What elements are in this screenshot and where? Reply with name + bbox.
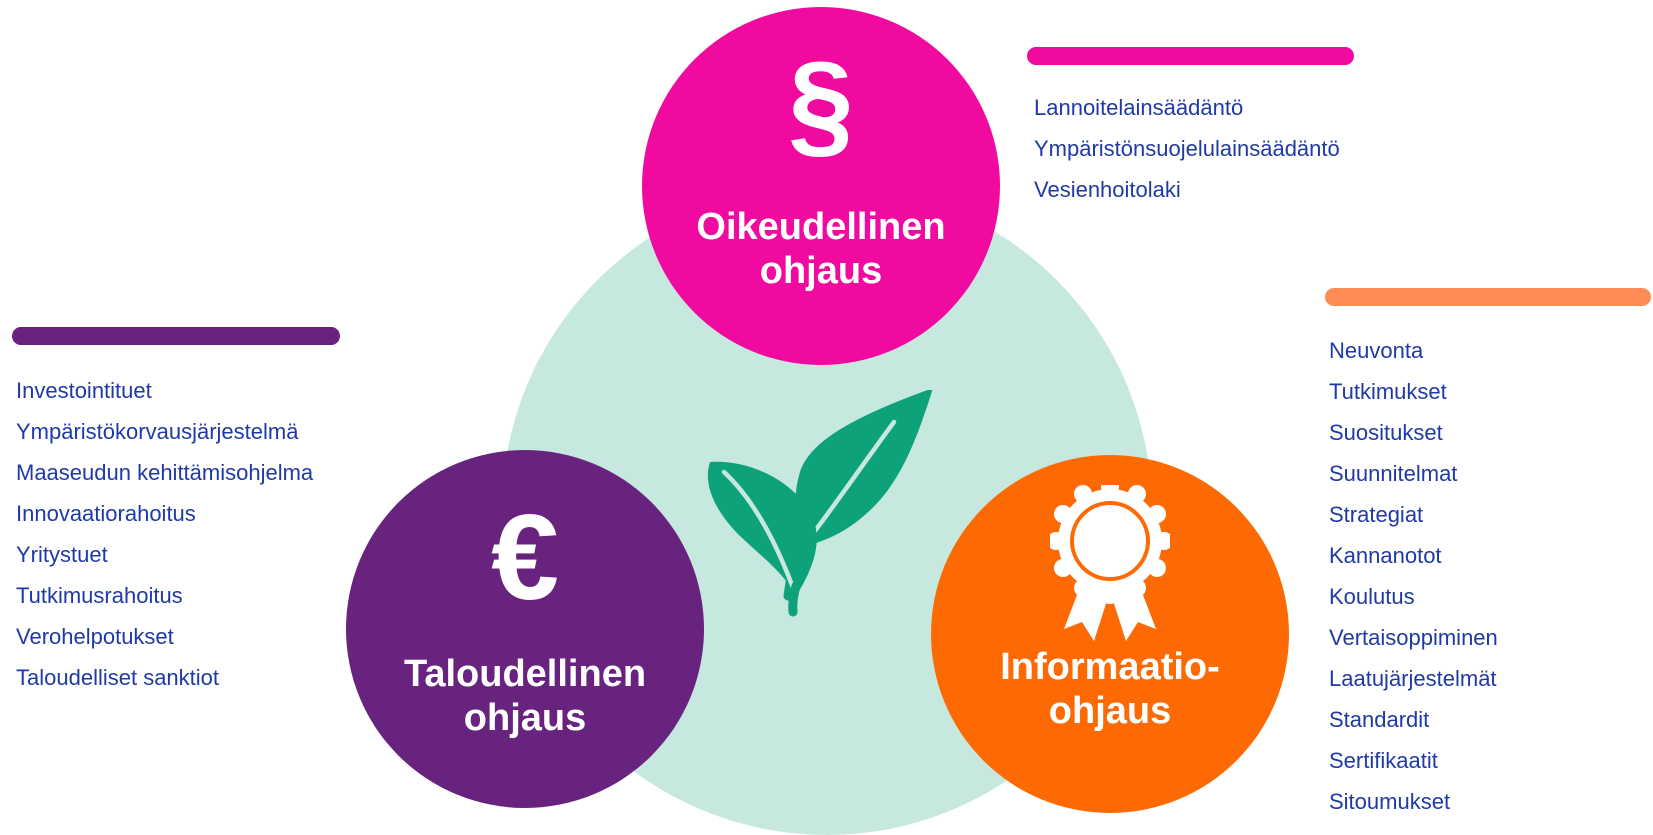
award-rosette-icon	[1050, 485, 1170, 641]
economic-instrument-list: Investointituet Ympäristökorvausjärjeste…	[16, 370, 313, 698]
euro-sign-icon: €	[491, 489, 559, 625]
list-item: Lannoitelainsäädäntö	[1034, 95, 1244, 120]
list-item: Vesienhoitolaki	[1034, 177, 1181, 202]
legal-color-bar	[1027, 47, 1354, 65]
legal-instrument-list: Lannoitelainsäädäntö Ympäristönsuojelula…	[1034, 87, 1340, 210]
economic-guidance-title: Taloudellinen ohjaus	[403, 653, 647, 739]
list-item: Tutkimukset	[1329, 379, 1447, 404]
list-item: Vertaisoppiminen	[1329, 625, 1498, 650]
list-item: Ympäristönsuojelulainsäädäntö	[1034, 136, 1340, 161]
list-item: Strategiat	[1329, 502, 1424, 527]
list-item: Maaseudun kehittämisohjelma	[16, 460, 314, 485]
information-instrument-list: Neuvonta Tutkimukset Suositukset Suunnit…	[1329, 330, 1498, 822]
list-item: Koulutus	[1329, 584, 1415, 609]
list-item: Ympäristökorvausjärjestelmä	[16, 419, 299, 444]
list-item: Yritystuet	[16, 542, 108, 567]
list-item: Suositukset	[1329, 420, 1443, 445]
list-item: Standardit	[1329, 707, 1430, 732]
list-item: Innovaatiorahoitus	[16, 501, 196, 526]
list-item: Laatujärjestelmät	[1329, 666, 1497, 691]
leaf-sprout-icon	[707, 390, 933, 617]
information-guidance-title: Informaatio- ohjaus	[1000, 646, 1220, 732]
information-color-bar	[1325, 288, 1651, 306]
legal-guidance-title: Oikeudellinen ohjaus	[696, 206, 946, 292]
list-item: Taloudelliset sanktiot	[16, 665, 220, 690]
list-item: Sitoumukset	[1329, 789, 1451, 814]
economic-guidance-circle: € Taloudellinen ohjaus	[346, 450, 704, 808]
list-item: Tutkimusrahoitus	[16, 583, 183, 608]
list-item: Kannanotot	[1329, 543, 1442, 568]
list-item: Neuvonta	[1329, 338, 1424, 363]
list-item: Sertifikaatit	[1329, 748, 1438, 773]
list-item: Investointituet	[16, 378, 152, 403]
legal-guidance-circle: § Oikeudellinen ohjaus	[642, 7, 1000, 365]
list-item: Suunnitelmat	[1329, 461, 1458, 486]
section-sign-icon: §	[788, 38, 854, 170]
list-item: Verohelpotukset	[16, 624, 174, 649]
economic-color-bar	[12, 327, 340, 345]
information-guidance-circle: Informaatio- ohjaus	[931, 455, 1289, 813]
